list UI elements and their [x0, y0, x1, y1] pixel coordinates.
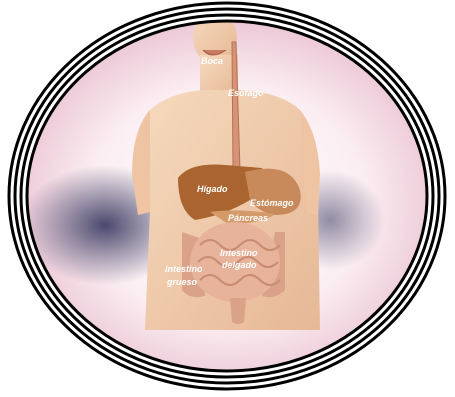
label-boca: Boca — [201, 56, 223, 66]
label-esofago: Esófago — [228, 88, 264, 98]
label-pancreas: Páncreas — [228, 213, 268, 223]
label-higado: Hígado — [197, 184, 228, 194]
label-estomago: Estómago — [250, 198, 294, 208]
label-intestino-grueso-line2: grueso — [166, 277, 198, 287]
label-intestino-delgado-line2: delgado — [222, 260, 257, 270]
label-intestino-grueso-line1: intestino — [165, 264, 203, 274]
label-intestino-delgado-line1: Intestino — [220, 248, 258, 258]
